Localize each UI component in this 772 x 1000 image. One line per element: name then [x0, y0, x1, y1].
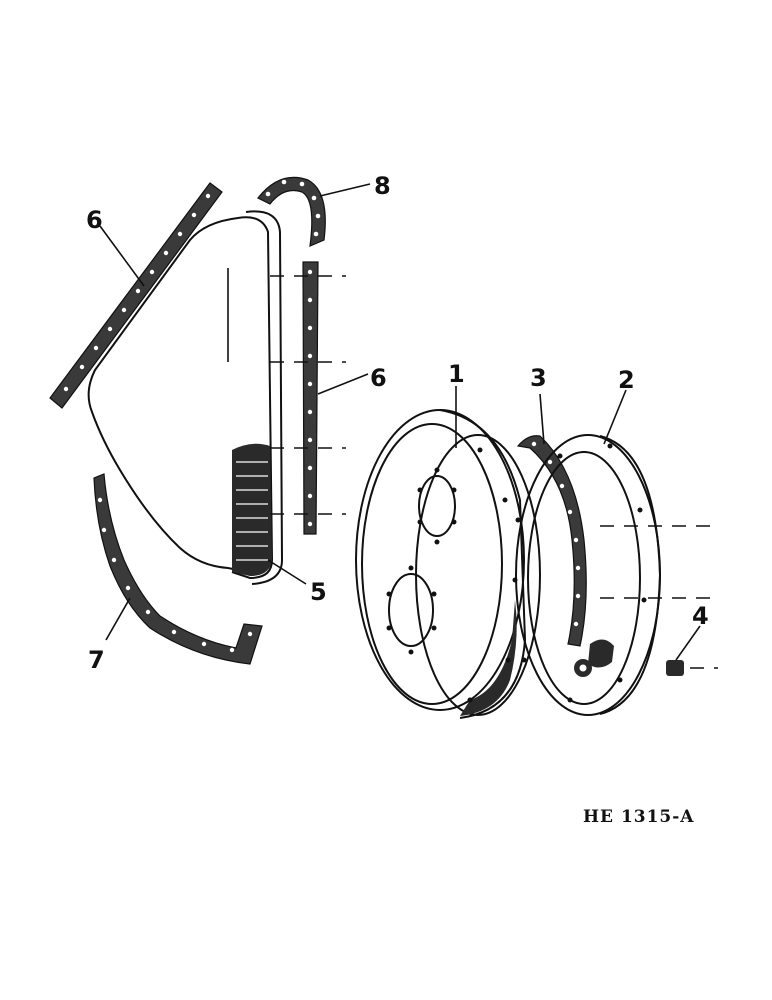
part-2-adapter-ring: [515, 434, 662, 716]
leader-lines: [99, 183, 701, 661]
callout-6-right: 6: [370, 364, 387, 392]
part-5-gear-cover: [87, 210, 284, 585]
part-8-curved-gasket: [257, 176, 326, 247]
callout-6-left: 6: [86, 206, 103, 234]
alignment-lines-right: [600, 525, 712, 599]
callout-4: 4: [692, 602, 709, 630]
callout-7: 7: [88, 646, 105, 674]
part-4-plug: [666, 660, 718, 676]
callout-labels: 1 2 3 4 5 6 6 7 8: [86, 172, 709, 674]
part-7-lower-gasket: [93, 473, 263, 665]
part-6-gasket-strip-vertical: [302, 261, 319, 535]
callout-2: 2: [618, 366, 635, 394]
alignment-lines-left: [270, 275, 346, 515]
callout-5: 5: [310, 578, 327, 606]
part-3-arc-gasket: [516, 435, 587, 647]
part-6-gasket-strip-diagonal: [49, 182, 223, 409]
callout-1: 1: [448, 360, 465, 388]
drawing-code: HE 1315-A: [583, 807, 695, 827]
callout-8: 8: [374, 172, 391, 200]
callout-3: 3: [530, 364, 547, 392]
part-1-cover-plate: [355, 409, 541, 719]
